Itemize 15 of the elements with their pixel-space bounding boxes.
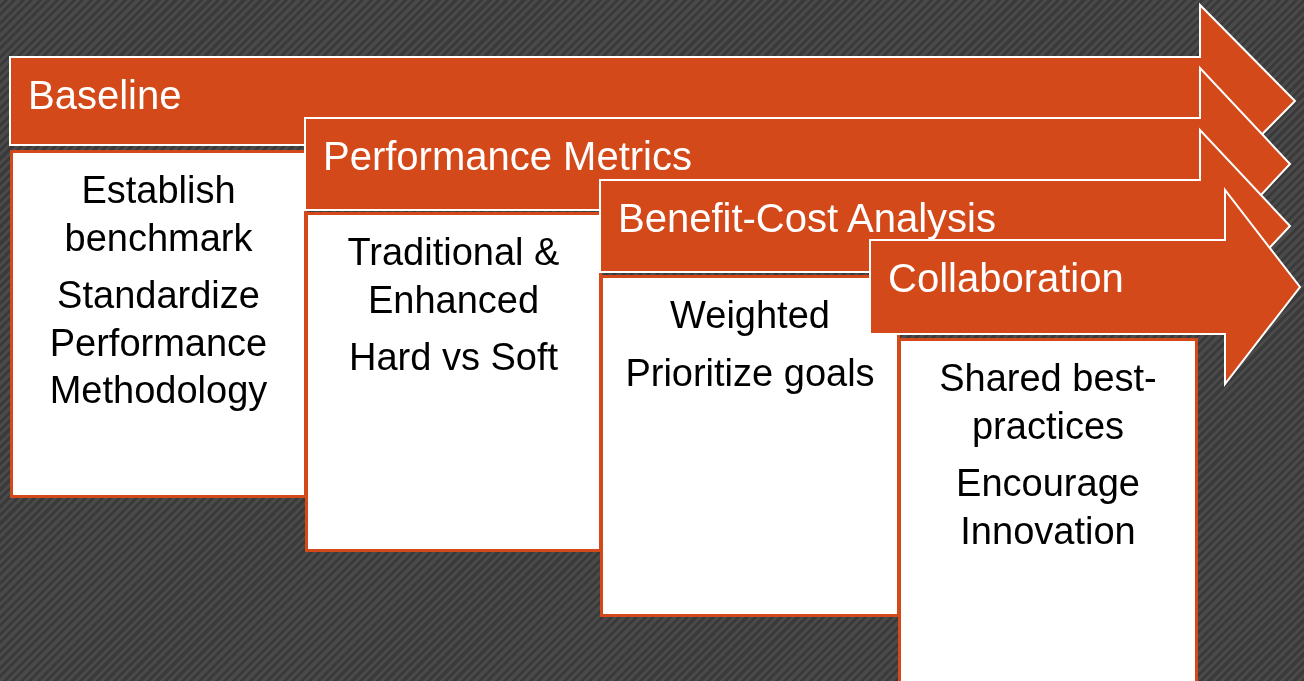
bullet-text: Encourage Innovation <box>955 461 1141 554</box>
stage-heading: Performance Metrics <box>323 136 692 176</box>
bullet-text: Establish benchmark <box>63 168 254 261</box>
text-box <box>898 338 1198 681</box>
bullet-text: Hard vs Soft <box>347 335 560 380</box>
text-box <box>10 150 307 498</box>
stage-heading: Collaboration <box>888 258 1124 298</box>
stage-heading: Baseline <box>28 75 182 115</box>
bullet-text: Traditional & Enhanced <box>346 230 561 323</box>
bullet-text: Standardize Performance Methodology <box>48 273 269 413</box>
bullet-text: Weighted <box>669 293 831 338</box>
bullet-text: Prioritize goals <box>624 350 876 396</box>
text-box <box>305 212 602 552</box>
bullet-text: Shared best-practices <box>938 356 1158 449</box>
stage-heading: Benefit-Cost Analysis <box>618 198 996 238</box>
